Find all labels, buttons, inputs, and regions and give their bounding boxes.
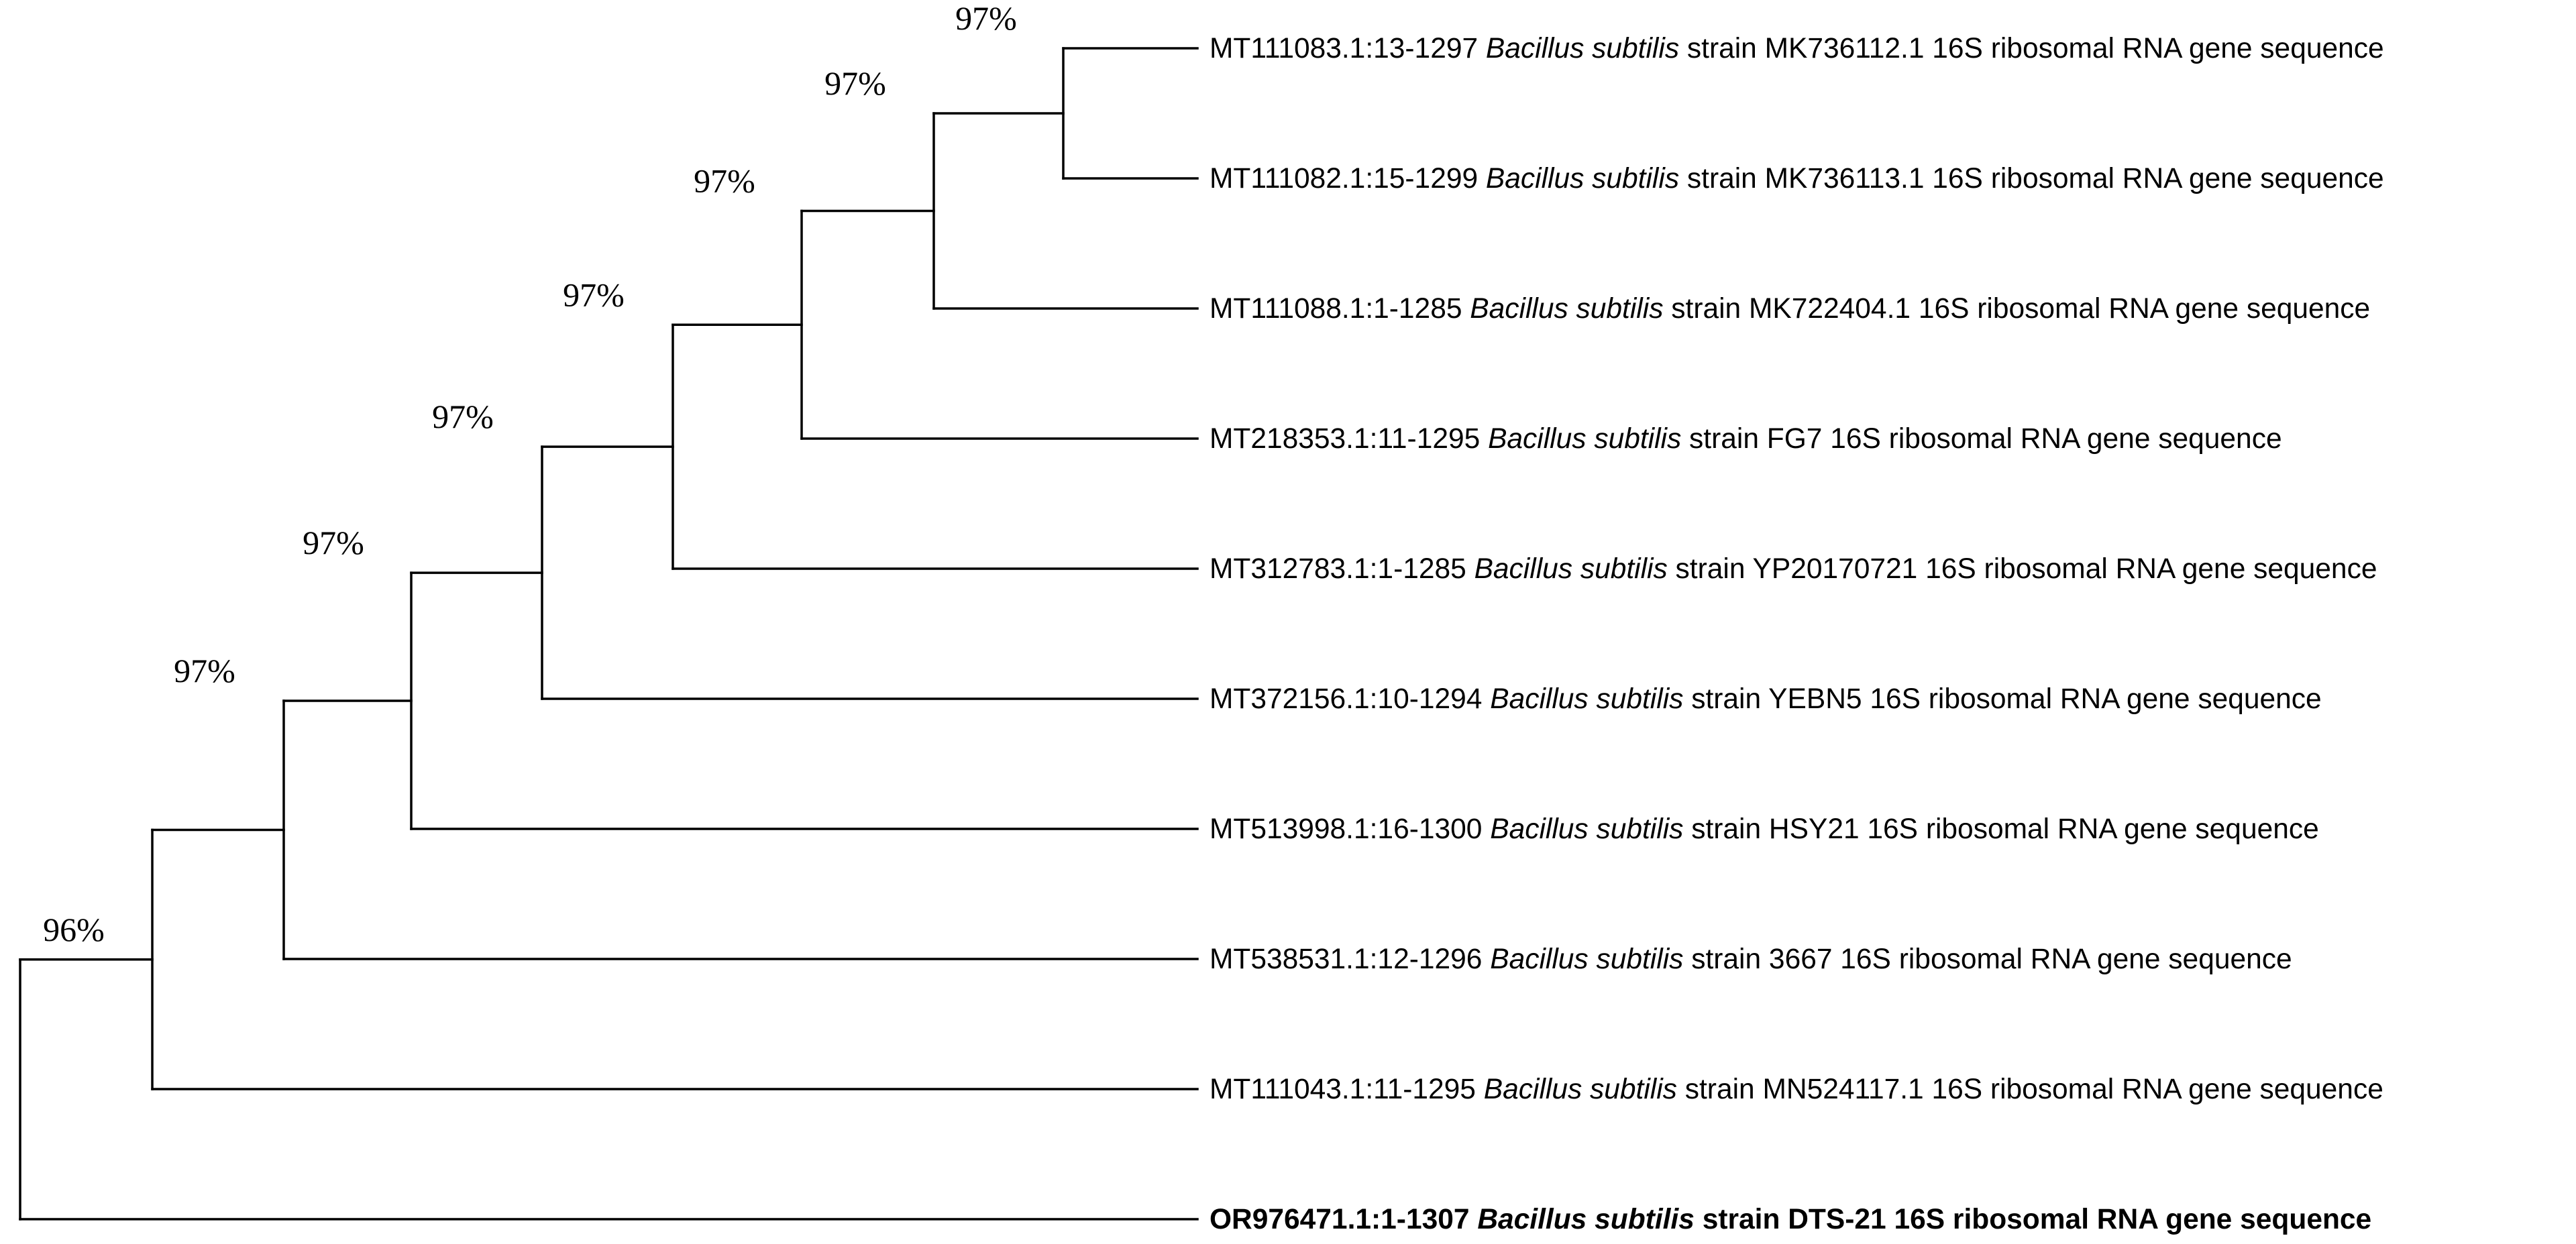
leaf-species: Bacillus subtilis <box>1474 553 1668 585</box>
leaf-species: Bacillus subtilis <box>1490 944 1683 975</box>
bootstrap-support-label: 97% <box>432 398 494 435</box>
leaf-label: MT513998.1:16-1300 Bacillus subtilis str… <box>1210 813 2319 845</box>
leaf-label: MT218353.1:11-1295 Bacillus subtilis str… <box>1210 423 2282 455</box>
leaf-species: Bacillus subtilis <box>1486 163 1679 194</box>
leaf-species: Bacillus subtilis <box>1490 683 1683 715</box>
leaf-species: Bacillus subtilis <box>1484 1074 1677 1105</box>
leaf-accession: MT538531.1:12-1296 <box>1210 944 1490 975</box>
leaf-label: OR976471.1:1-1307 Bacillus subtilis stra… <box>1210 1204 2371 1235</box>
leaf-description: strain MN524117.1 16S ribosomal RNA gene… <box>1677 1074 2383 1105</box>
leaf-accession: OR976471.1:1-1307 <box>1210 1204 1477 1235</box>
leaf-description: strain YEBN5 16S ribosomal RNA gene sequ… <box>1683 683 2321 715</box>
leaf-label: MT111088.1:1-1285 Bacillus subtilis stra… <box>1210 293 2370 325</box>
bootstrap-support-label: 97% <box>174 652 235 689</box>
leaf-description: strain MK722404.1 16S ribosomal RNA gene… <box>1663 293 2370 325</box>
leaf-accession: MT372156.1:10-1294 <box>1210 683 1490 715</box>
leaf-accession: MT111083.1:13-1297 <box>1210 33 1486 64</box>
leaf-description: strain FG7 16S ribosomal RNA gene sequen… <box>1681 423 2282 455</box>
leaf-accession: MT111082.1:15-1299 <box>1210 163 1486 194</box>
leaf-species: Bacillus subtilis <box>1490 813 1683 845</box>
leaf-description: strain 3667 16S ribosomal RNA gene seque… <box>1683 944 2292 975</box>
support-labels: 97% 97% 97% 97% 97% 97% 97% 96% <box>43 0 1017 948</box>
leaf-label: MT538531.1:12-1296 Bacillus subtilis str… <box>1210 944 2292 975</box>
bootstrap-support-label: 96% <box>43 911 105 948</box>
bootstrap-support-label: 97% <box>303 524 364 561</box>
leaf-labels: MT111083.1:13-1297 Bacillus subtilis str… <box>1210 33 2384 1235</box>
bootstrap-support-label: 97% <box>955 0 1017 37</box>
leaf-label: MT111043.1:11-1295 Bacillus subtilis str… <box>1210 1074 2383 1105</box>
leaf-description: strain YP20170721 16S ribosomal RNA gene… <box>1668 553 2377 585</box>
leaf-species: Bacillus subtilis <box>1488 423 1681 455</box>
leaf-label: MT312783.1:1-1285 Bacillus subtilis stra… <box>1210 553 2377 585</box>
leaf-label: MT111083.1:13-1297 Bacillus subtilis str… <box>1210 33 2384 64</box>
leaf-description: strain DTS-21 16S ribosomal RNA gene seq… <box>1695 1204 2371 1235</box>
leaf-label: MT111082.1:15-1299 Bacillus subtilis str… <box>1210 163 2384 194</box>
leaf-species: Bacillus subtilis <box>1470 293 1663 325</box>
leaf-species: Bacillus subtilis <box>1486 33 1679 64</box>
bootstrap-support-label: 97% <box>694 162 755 200</box>
leaf-accession: MT111088.1:1-1285 <box>1210 293 1470 325</box>
leaf-accession: MT312783.1:1-1285 <box>1210 553 1474 585</box>
leaf-label: MT372156.1:10-1294 Bacillus subtilis str… <box>1210 683 2322 715</box>
bootstrap-support-label: 97% <box>824 64 886 102</box>
leaf-description: strain MK736112.1 16S ribosomal RNA gene… <box>1679 33 2384 64</box>
tree-branches <box>19 47 1199 1221</box>
leaf-description: strain HSY21 16S ribosomal RNA gene sequ… <box>1683 813 2318 845</box>
leaf-accession: MT513998.1:16-1300 <box>1210 813 1490 845</box>
leaf-accession: MT218353.1:11-1295 <box>1210 423 1488 455</box>
leaf-accession: MT111043.1:11-1295 <box>1210 1074 1484 1105</box>
bootstrap-support-label: 97% <box>563 276 625 313</box>
leaf-description: strain MK736113.1 16S ribosomal RNA gene… <box>1679 163 2384 194</box>
leaf-species: Bacillus subtilis <box>1477 1204 1695 1235</box>
